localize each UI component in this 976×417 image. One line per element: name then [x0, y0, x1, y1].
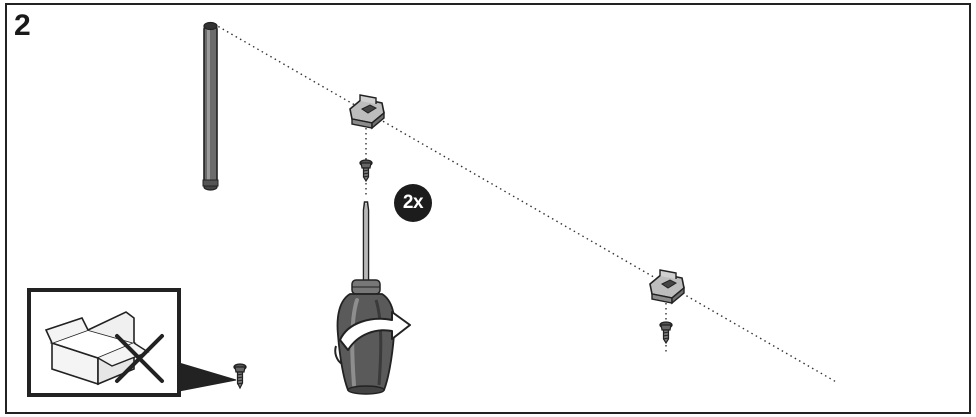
- screw-icon: [659, 321, 673, 345]
- box-icon: [44, 311, 150, 386]
- rotate-arrow-icon: [334, 311, 411, 365]
- cross-mark-icon: [115, 334, 164, 383]
- mounting-clip-icon: [649, 269, 685, 305]
- screwdriver-icon: [336, 201, 396, 395]
- panel-frame: [5, 3, 971, 414]
- mounting-clip-icon: [349, 94, 385, 130]
- alignment-dotted-line: [213, 23, 839, 384]
- quantity-badge: 2x: [394, 184, 432, 222]
- screw-icon: [233, 363, 247, 390]
- screw-icon: [359, 159, 373, 183]
- inset-callout: [27, 288, 237, 397]
- step-number: 2: [14, 9, 31, 42]
- metal-rod-icon: [202, 21, 219, 191]
